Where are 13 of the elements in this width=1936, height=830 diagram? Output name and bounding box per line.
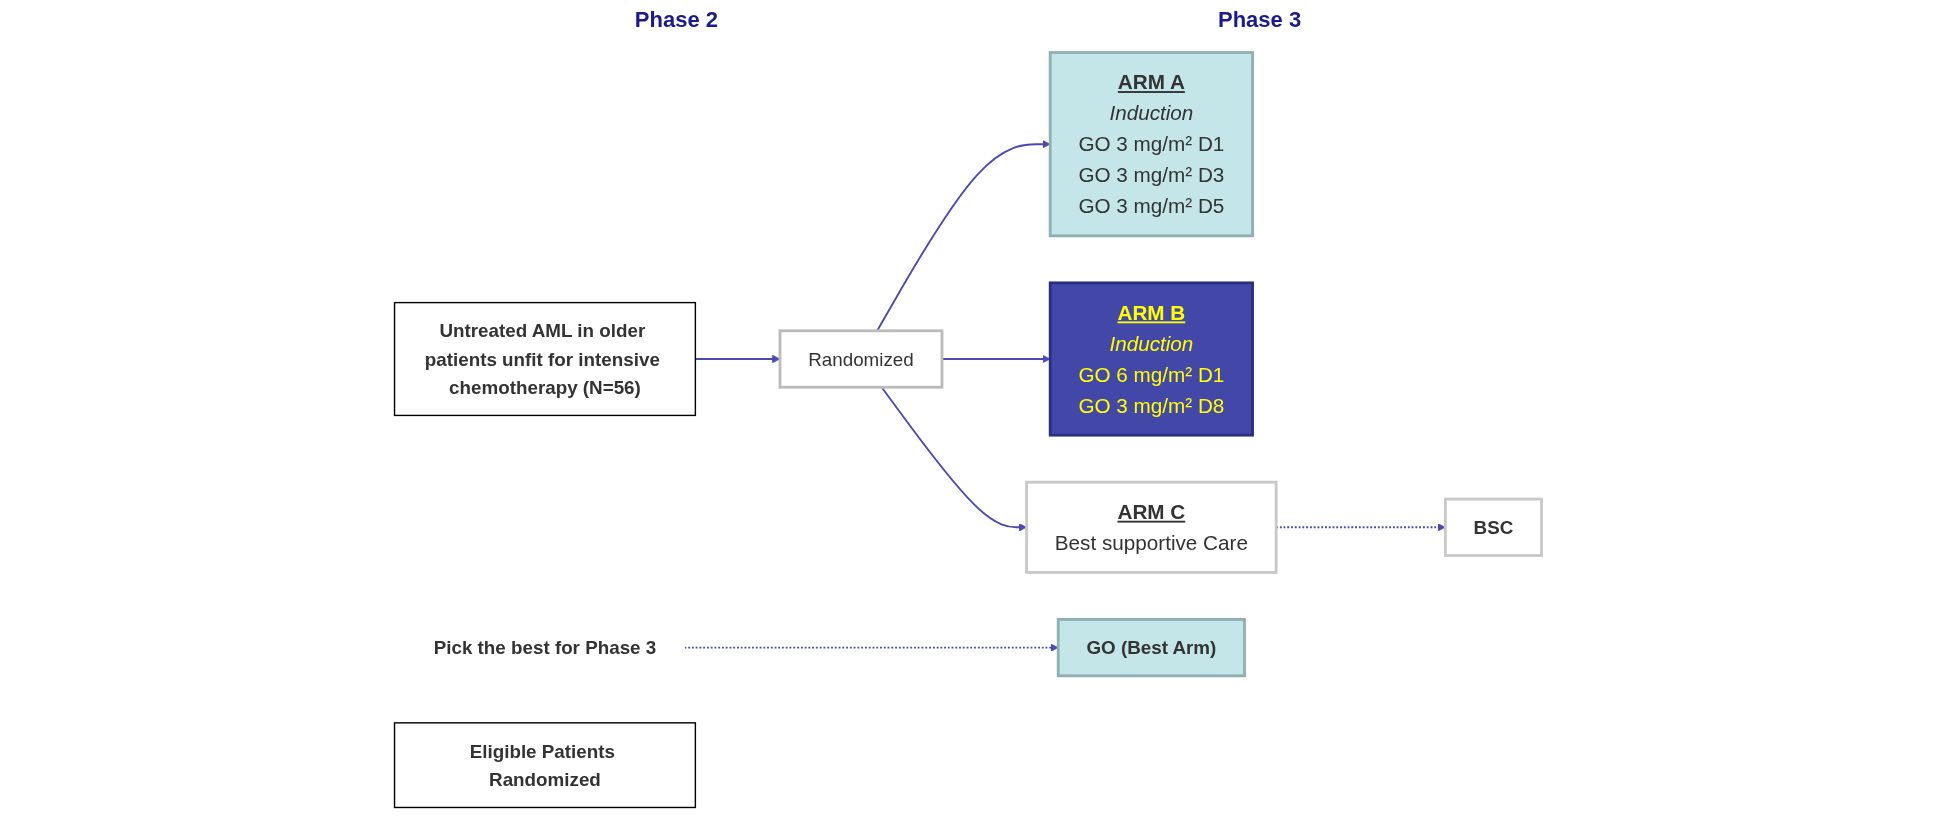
node-box: ARM A Induction GO 3 mg/m² D1 GO 3 mg/m² D3 GO 3 mg/m² D5	[1048, 51, 1254, 238]
node-box: Randomized	[778, 329, 944, 389]
node-box: Eligible Patients Randomized	[393, 722, 697, 809]
node-box: ARM B Induction GO 6 mg/m² D1 GO 3 mg/m² D8	[1048, 281, 1254, 437]
node-box: BSC	[1443, 497, 1543, 557]
node-box: GO (Best Arm)	[1056, 618, 1246, 678]
phase-label: Phase 3	[1218, 7, 1302, 33]
arrow	[683, 643, 1059, 652]
node-box: Untreated AML in older patients unfit for intensive chemotherapy (N=56)	[393, 301, 697, 417]
phase-label: Phase 2	[634, 7, 718, 33]
node-box: ARM C Best supportive Care	[1025, 480, 1278, 574]
arrow	[941, 354, 1051, 364]
node-text: Pick the best for Phase 3	[433, 637, 657, 658]
